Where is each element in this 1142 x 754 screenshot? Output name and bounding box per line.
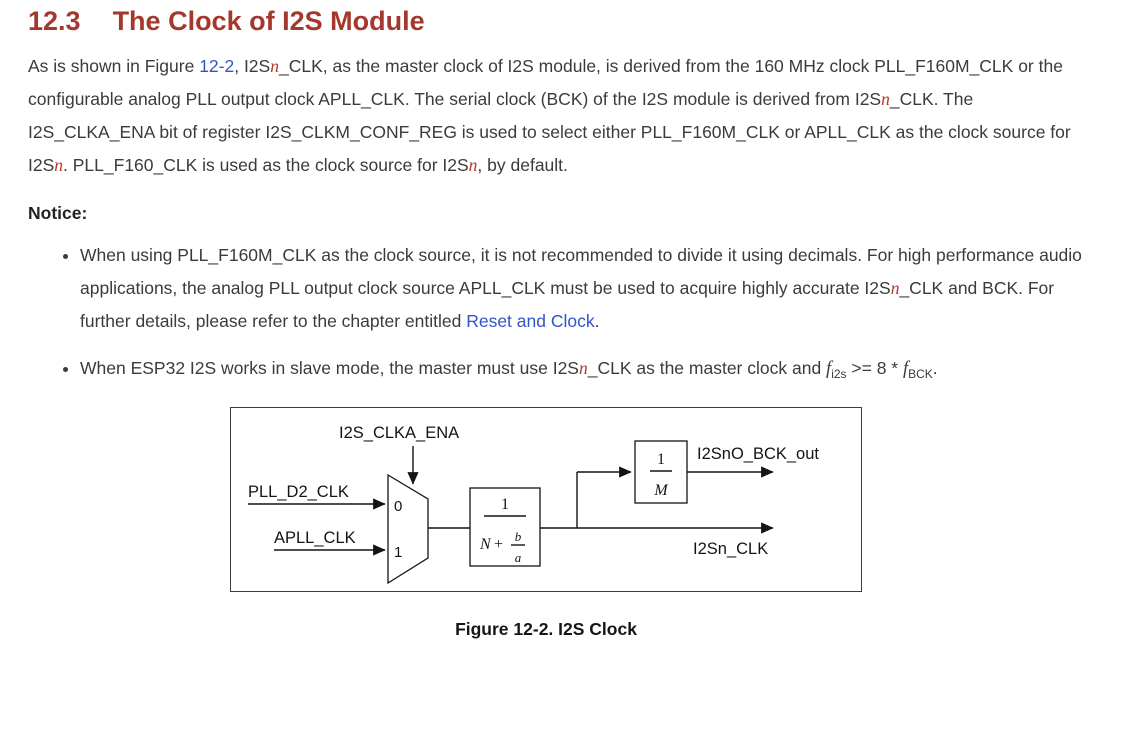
var-n: n (578, 358, 588, 379)
text-run: _CLK. The I2S_CLKA_ENA bit of register I… (28, 89, 1071, 176)
label-apll-clk: APLL_CLK (274, 529, 356, 547)
var-n: n (890, 278, 900, 299)
figure-caption: Figure 12-2. I2S Clock (455, 619, 637, 640)
text-run: . (932, 358, 938, 379)
reset-and-clock-link[interactable]: Reset and Clock (466, 311, 595, 332)
section-title: The Clock of I2S Module (112, 6, 425, 36)
divider-n-symbol: N (479, 536, 492, 553)
divider-numerator: 1 (501, 496, 509, 513)
i2s-clock-diagram: I2S_CLKA_ENA 0 1 PLL_D2_CLK APLL_CLK 1 N… (230, 407, 862, 593)
divider-a-symbol: a (515, 550, 522, 565)
mux-input-1-label: 1 (394, 544, 402, 561)
document-page: 12.3 The Clock of I2S Module As is shown … (0, 0, 1142, 640)
divider-plus: + (494, 536, 503, 553)
text-run: . (594, 311, 600, 332)
label-i2s-clka-ena: I2S_CLKA_ENA (339, 424, 459, 442)
figure-border (230, 407, 862, 593)
notice-bullet-2: When ESP32 I2S works in slave mode, the … (80, 352, 1098, 391)
text-run: >= 8 * (846, 358, 903, 379)
m-numerator: 1 (657, 451, 665, 468)
label-i2sn-clk: I2Sn_CLK (693, 540, 768, 558)
math-f-symbol: f (826, 359, 832, 380)
math-f-symbol: f (902, 359, 909, 380)
math-subscript-i2s: i2s (831, 367, 847, 382)
text-run: As is shown in Figure (28, 56, 200, 77)
intro-paragraph: As is shown in Figure 12-2, I2Sn_CLK, as… (28, 50, 1098, 182)
var-n: n (54, 155, 64, 176)
figure-12-2-link[interactable]: 12-2 (199, 56, 235, 77)
figure-12-2: I2S_CLKA_ENA 0 1 PLL_D2_CLK APLL_CLK 1 N… (230, 407, 862, 597)
section-number: 12.3 (28, 6, 81, 36)
divider-b-symbol: b (515, 529, 522, 544)
section-heading: 12.3 The Clock of I2S Module (28, 6, 1098, 37)
text-run: _CLK, as the master clock of I2S module,… (28, 56, 1063, 110)
var-n: n (270, 56, 279, 77)
var-n: n (468, 155, 478, 176)
label-pll-d2-clk: PLL_D2_CLK (248, 483, 349, 501)
notice-bullet-1: When using PLL_F160M_CLK as the clock so… (80, 239, 1098, 338)
label-i2sno-bck-out: I2SnO_BCK_out (697, 445, 819, 463)
divider-box (469, 487, 541, 567)
text-run: When ESP32 I2S works in slave mode, the … (80, 358, 579, 379)
math-subscript-bck: BCK (908, 367, 933, 382)
text-run: , by default. (477, 155, 568, 176)
text-run: _CLK and BCK. For further details, pleas… (80, 278, 1055, 332)
var-n: n (881, 89, 890, 110)
text-run: . PLL_F160_CLK is used as the clock sour… (63, 155, 469, 176)
notice-heading: Notice: (28, 203, 88, 224)
mux-input-0-label: 0 (394, 498, 402, 515)
m-denominator: M (653, 482, 669, 499)
mux-shape (387, 473, 429, 585)
text-run: , I2S (234, 56, 271, 77)
text-run: _CLK as the master clock and (587, 358, 827, 379)
text-run: When using PLL_F160M_CLK as the clock so… (80, 245, 1082, 299)
notice-list: When using PLL_F160M_CLK as the clock so… (28, 239, 1098, 391)
